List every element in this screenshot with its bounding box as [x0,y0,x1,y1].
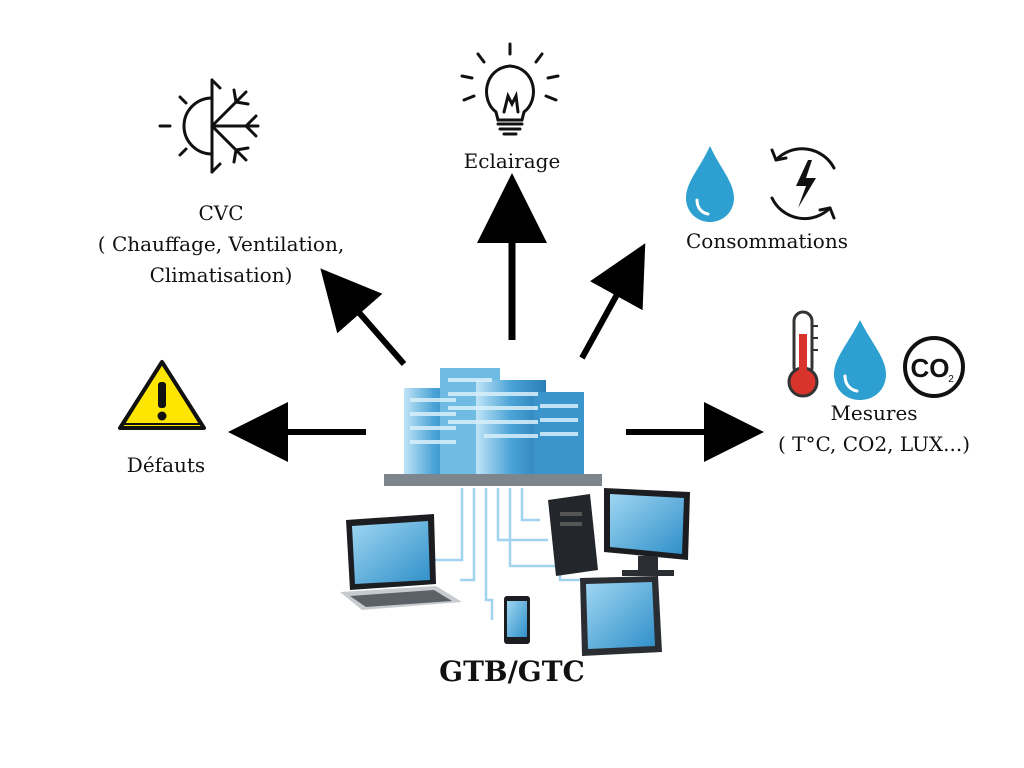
monitor-icon [604,488,690,576]
cvc-label: CVC ( Chauffage, Ventilation, Climatisat… [80,198,362,291]
building-icon [384,368,602,486]
cvc-subtitle-2: Climatisation) [149,263,293,287]
water-drop-icon [834,320,886,400]
co2-icon: CO 2 [903,336,965,398]
desktop-tower-icon [548,494,598,576]
arrow-to-cvc [320,268,407,366]
cvc-subtitle-1: ( Chauffage, Ventilation, [97,232,345,256]
gtb-gtc-title: GTB/GTC [439,655,585,688]
smartphone-icon [504,596,530,644]
arrow-to-consommations [579,243,646,360]
consommations-label: Consommations [685,229,848,253]
mesures-title: Mesures [830,401,918,425]
arrows [228,173,764,462]
water-drop-icon [686,146,734,222]
energy-cycle-icon [770,147,836,221]
cvc-title: CVC [198,201,244,225]
warning-icon [118,360,206,430]
mesures-subtitle: ( T°C, CO2, LUX...) [777,432,971,456]
laptop-icon [340,514,462,610]
mesures-label: Mesures ( T°C, CO2, LUX...) [760,398,988,460]
co2-text: CO [911,353,950,383]
lightbulb-icon [460,42,560,136]
co2-subscript: 2 [948,374,954,385]
thermometer-icon [787,310,819,398]
eclairage-label: Eclairage [463,149,561,173]
hvac-sun-snowflake-icon [158,78,260,174]
tablet-icon [580,576,662,656]
defauts-label: Défauts [126,453,206,477]
